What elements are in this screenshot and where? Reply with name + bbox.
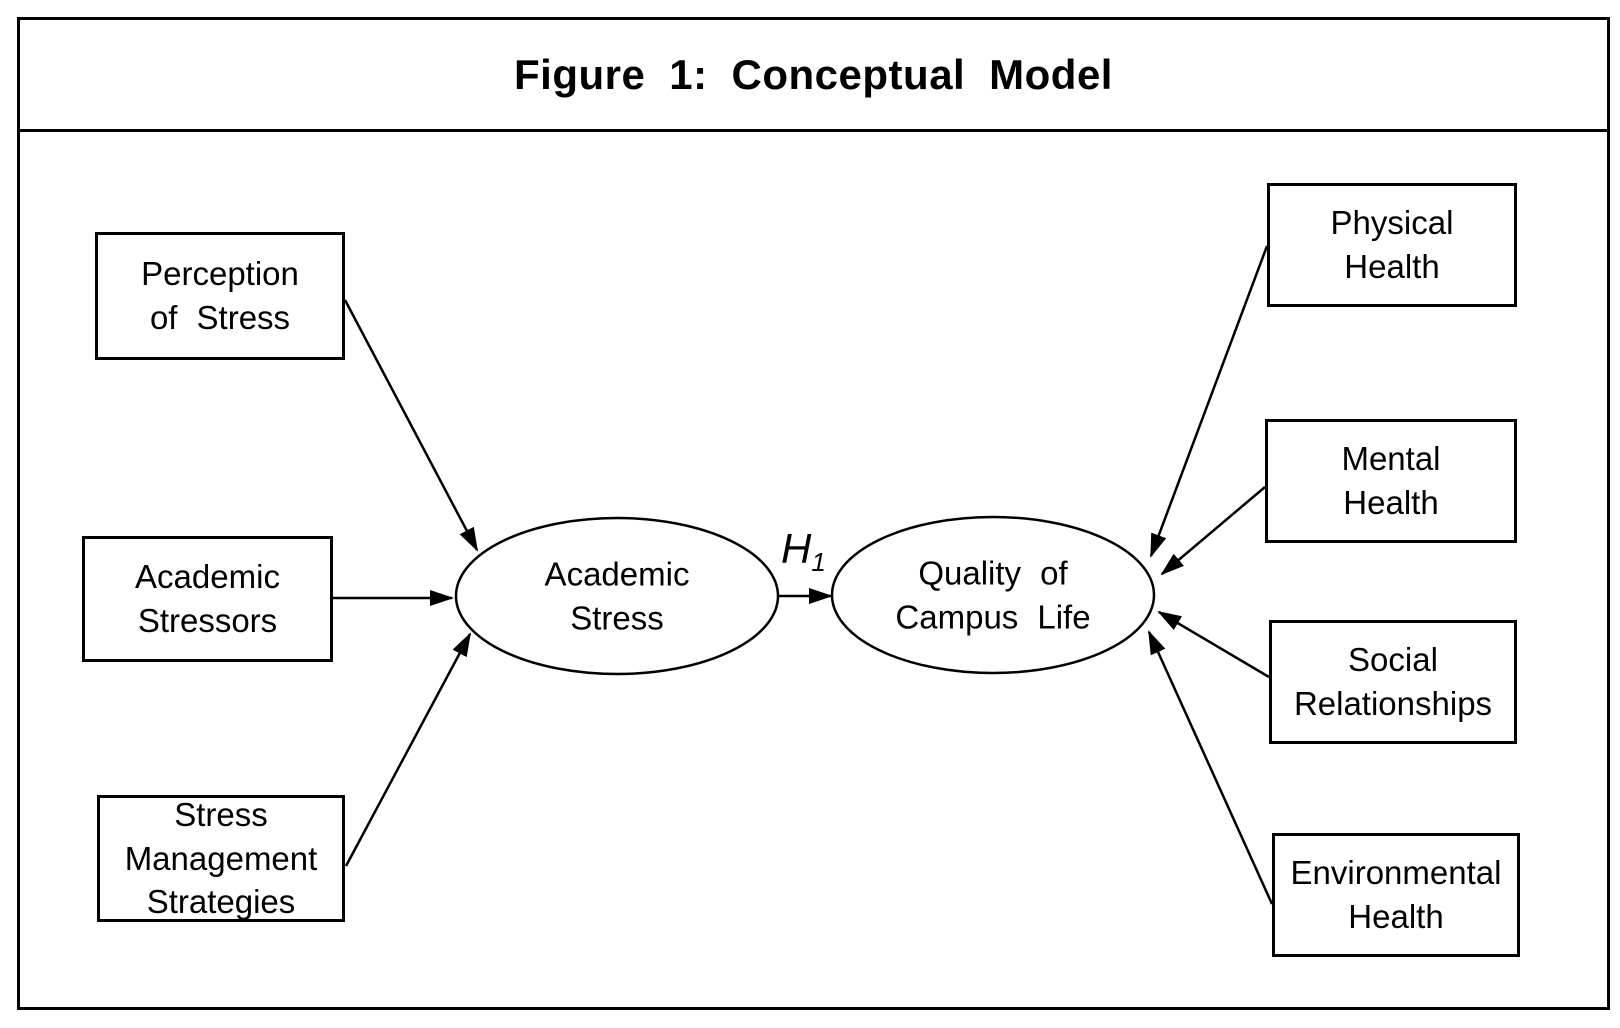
node-label-line: Mental	[1341, 440, 1441, 478]
node-social-relationships: Social Relationships	[1269, 620, 1517, 744]
node-academic-stressors: Academic Stressors	[82, 536, 333, 662]
node-label-line: Physical	[1330, 204, 1454, 242]
node-label-line: Relationships	[1293, 685, 1493, 722]
hypothesis-h1-label: H1	[781, 525, 826, 577]
node-label-line: Quality of	[918, 554, 1068, 592]
label-quality-of-campus-life: Quality of Campus Life	[895, 551, 1090, 638]
node-label-line: Stress	[174, 796, 268, 834]
hypothesis-subscript: 1	[811, 547, 826, 577]
node-label-line: Management	[124, 839, 318, 877]
label-academic-stress: Academic Stress	[545, 552, 690, 639]
hypothesis-base: H	[781, 525, 812, 572]
node-environmental-health: Environmental Health	[1272, 833, 1520, 957]
figure-title: Figure 1: Conceptual Model	[514, 50, 1113, 98]
node-mental-health: Mental Health	[1265, 419, 1517, 543]
node-label-line: Strategies	[146, 883, 296, 921]
node-label-line: of Stress	[149, 299, 291, 336]
node-label-line: Campus Life	[895, 598, 1091, 635]
node-label-line: Health	[1344, 248, 1440, 285]
node-physical-health: Physical Health	[1267, 183, 1517, 307]
node-label-line: Health	[1348, 898, 1444, 935]
node-label-line: Stress	[570, 599, 664, 636]
node-label-line: Social	[1348, 641, 1438, 679]
node-label-line: Health	[1343, 484, 1439, 521]
figure-title-bar: Figure 1: Conceptual Model	[20, 20, 1607, 132]
node-stress-management-strategies: Stress Management Strategies	[97, 795, 345, 922]
node-label-line: Stressors	[137, 602, 278, 639]
node-label-line: Academic	[544, 555, 690, 593]
node-label-line: Environmental	[1290, 854, 1502, 892]
node-label-line: Academic	[135, 558, 280, 596]
node-perception-of-stress: Perception of Stress	[95, 232, 345, 360]
node-label-line: Perception	[141, 255, 299, 293]
